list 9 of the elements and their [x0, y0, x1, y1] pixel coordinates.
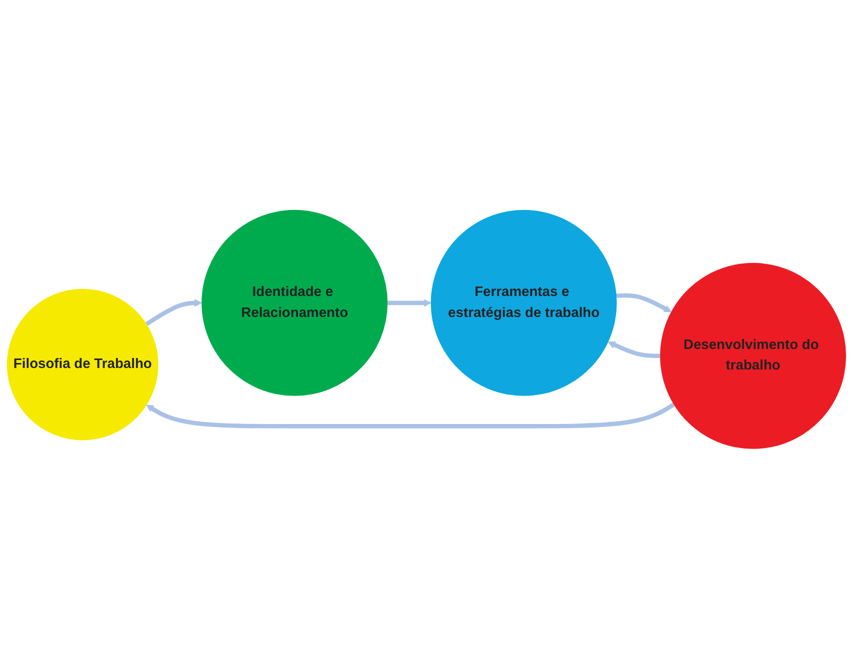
arrow	[616, 293, 672, 312]
arrow	[388, 299, 432, 307]
node-circle: Desenvolvimento do trabalho	[660, 263, 846, 449]
arrow	[145, 299, 202, 326]
arrow	[146, 402, 675, 428]
node-circle: Filosofia de Trabalho	[6, 288, 158, 440]
arrow	[608, 341, 660, 358]
node-circle: Identidade e Relacionamento	[202, 210, 388, 396]
node-circle: Ferramentas e estratégias de trabalho	[430, 210, 617, 396]
